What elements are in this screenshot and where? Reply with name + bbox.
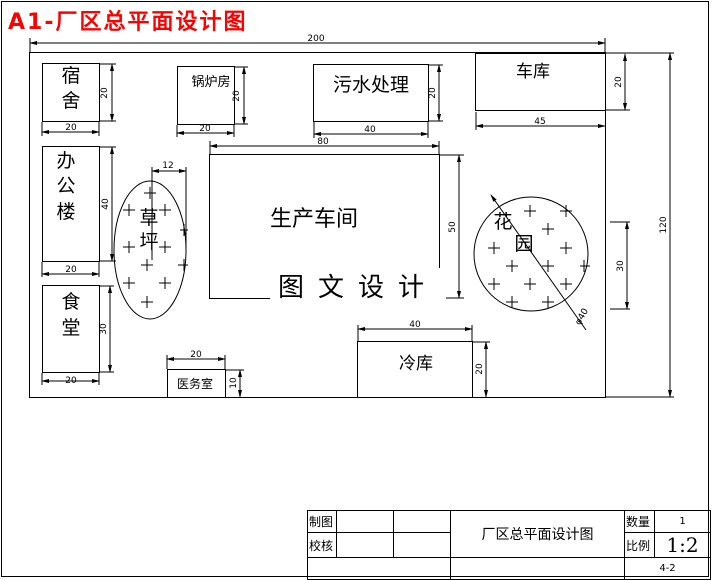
dim-garage-width: 45 <box>534 117 545 127</box>
label-lawn-1: 草 <box>139 207 158 229</box>
dim-overall-height: 120 <box>659 216 669 233</box>
label-dorm-2: 舍 <box>61 90 80 112</box>
label-coldstore: 冷库 <box>399 354 433 374</box>
blank-cell-left <box>307 557 451 580</box>
title-block: 制图 厂区总平面设计图 数量 1 校核 比例 1:2 4-2 <box>307 510 711 580</box>
dim-coldstore-width: 40 <box>409 320 421 330</box>
checked-by-date-field <box>393 532 451 558</box>
dim-office-height: 40 <box>101 198 111 210</box>
label-garden-1: 花 <box>493 211 512 233</box>
building-boiler <box>176 66 248 137</box>
label-sewage: 污水处理 <box>333 74 409 96</box>
garden-area <box>473 53 630 397</box>
scale-value: 1:2 <box>654 532 711 558</box>
building-coldstore <box>357 325 490 398</box>
label-canteen-2: 堂 <box>61 317 80 339</box>
dim-canteen-height: 30 <box>99 323 109 335</box>
dim-garden-diameter: φ40 <box>574 307 591 327</box>
dim-overall-width: 200 <box>307 34 324 44</box>
scale-label: 比例 <box>624 532 655 558</box>
label-garden-2: 园 <box>514 233 533 255</box>
lawn-area <box>113 167 188 320</box>
dimension-labels: 200 120 20 20 20 20 40 20 45 20 20 40 80… <box>65 34 669 389</box>
dim-sewage-width: 40 <box>364 125 376 135</box>
label-garage: 车库 <box>516 62 550 82</box>
building-office <box>41 146 116 277</box>
label-office-2: 公 <box>56 175 75 197</box>
label-office-3: 楼 <box>56 201 75 223</box>
quantity-value: 1 <box>654 510 711 533</box>
dim-clinic-width: 20 <box>190 350 202 360</box>
building-dorm <box>41 63 116 136</box>
dim-workshop-width: 80 <box>317 137 329 147</box>
dim-coldstore-height: 20 <box>475 363 485 375</box>
checked-by-label: 校核 <box>307 532 337 558</box>
label-dorm-1: 宿 <box>61 65 80 87</box>
dim-boiler-height: 20 <box>232 90 242 102</box>
label-canteen-1: 食 <box>61 291 80 313</box>
dim-lawn-width: 12 <box>162 161 173 171</box>
label-boiler: 锅炉房 <box>191 74 230 90</box>
blank-cell-middle <box>450 557 625 580</box>
dim-workshop-height: 50 <box>448 221 458 233</box>
dim-sewage-height: 20 <box>428 87 438 99</box>
building-clinic <box>166 355 244 398</box>
building-sewage <box>313 64 443 138</box>
dim-clinic-height: 10 <box>229 377 239 389</box>
watermark-text: 图文设计 <box>270 268 446 308</box>
building-canteen <box>41 285 114 385</box>
drawing-title: A1-厂区总平面设计图 <box>8 10 248 35</box>
dim-canteen-width: 20 <box>65 376 77 386</box>
label-workshop: 生产车间 <box>270 207 358 232</box>
quantity-label: 数量 <box>624 510 655 533</box>
checked-by-field <box>336 532 394 558</box>
drawing-number: 4-2 <box>624 557 711 580</box>
dim-dorm-width: 20 <box>65 123 77 133</box>
label-office-1: 办 <box>56 150 75 172</box>
dim-garage-height: 20 <box>614 76 624 88</box>
dim-dorm-height: 20 <box>100 87 110 99</box>
drawn-by-field <box>336 510 394 533</box>
dim-garden-side: 30 <box>616 260 626 272</box>
label-lawn-2: 坪 <box>139 231 158 253</box>
dim-office-width: 20 <box>65 265 77 275</box>
drawn-by-label: 制图 <box>307 510 337 533</box>
label-clinic: 医务室 <box>177 376 213 391</box>
drawing-name: 厂区总平面设计图 <box>450 510 625 558</box>
building-labels: 宿 舍 锅炉房 污水处理 车库 办 公 楼 生产车间 食 堂 医务室 冷库 草 … <box>56 62 550 391</box>
dim-boiler-width: 20 <box>199 124 211 134</box>
drawn-by-date-field <box>393 510 451 533</box>
building-garage <box>475 53 630 130</box>
